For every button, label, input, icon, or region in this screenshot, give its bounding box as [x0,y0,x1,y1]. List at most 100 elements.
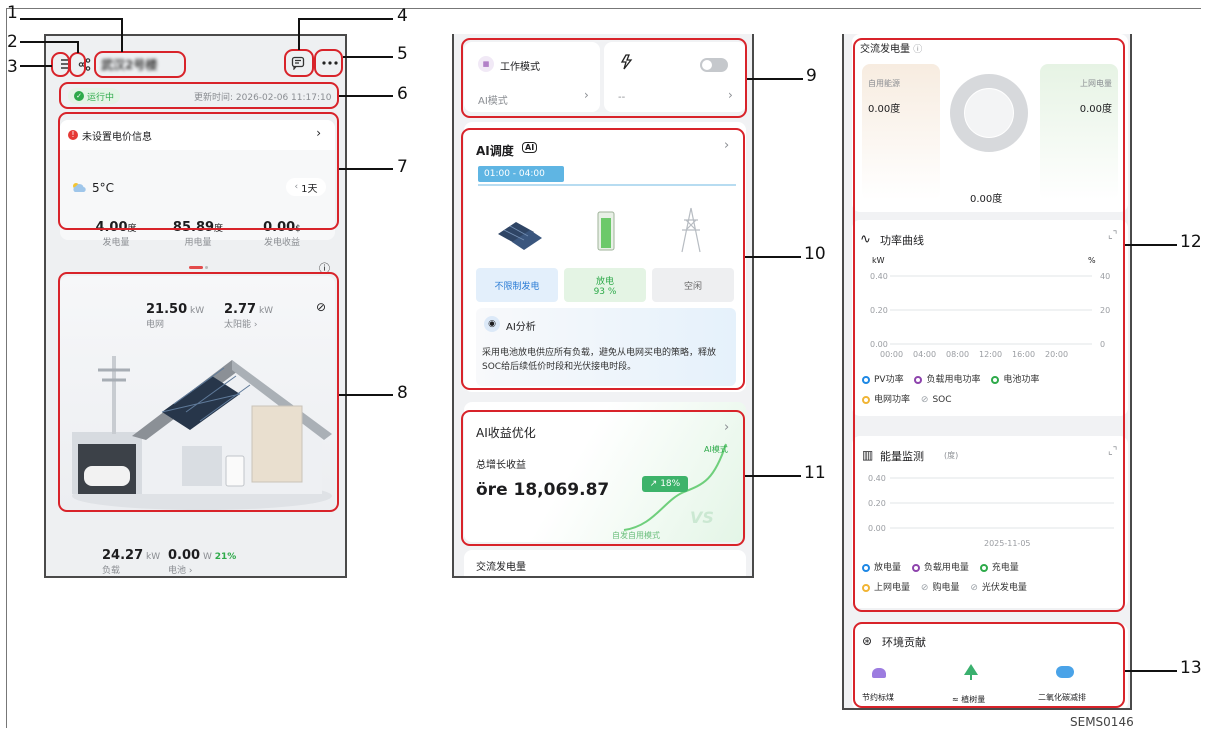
help-icon[interactable]: ⓘ [913,45,923,55]
grid-up-value: 0.00度 [1079,104,1112,115]
legend-pv-energy[interactable]: ⊘光伏发电量 [970,583,1027,593]
callout-1: 1 [7,3,18,23]
ai-mode-label: AI模式 [704,445,728,454]
growth-badge: ↗ 18% [642,476,688,492]
page-indicator-dot [205,266,208,269]
y-tick-label: 0.00 [870,340,888,349]
share-icon[interactable] [76,56,92,72]
alert-icon: ! [68,130,78,140]
total-growth-label: 总增长收益 [476,460,526,471]
callout-2: 2 [7,32,18,52]
solar-power[interactable]: 2.77 kW 太阳能 › [224,302,274,330]
power-curve-title: 功率曲线 [880,234,924,247]
callout-4: 4 [397,6,408,26]
callout-12: 12 [1180,232,1202,252]
expand-icon[interactable]: ⌞⌝ [1108,446,1118,457]
message-icon[interactable] [289,54,307,72]
more-icon[interactable] [319,54,341,72]
ac-gen-title: 交流发电量 [476,562,526,573]
y-tick-label: 0.00 [868,524,886,533]
price-alert-text: 未设置电价信息 [82,131,152,143]
callout-3: 3 [7,57,18,77]
status-badge: ✓ 运行中 [68,88,121,104]
settings-power-icon [618,54,634,74]
chevron-right-icon[interactable]: › [724,138,730,153]
second-mode-card[interactable]: -- › [604,42,746,112]
energy-icon: ▥ [862,448,874,462]
self-use-value: 0.00度 [868,104,901,115]
x-tick-label: 08:00 [946,350,969,359]
power-curve-icon: ∿ [860,232,871,247]
grid-up-panel: 上网电量 0.00度 [1040,64,1118,200]
station-name[interactable]: 武汉2号楼 [101,58,158,72]
battery-power[interactable]: 0.00 W 21% 电池 › [168,548,237,576]
callout-9: 9 [806,66,817,86]
ai-profit-card[interactable]: AI收益优化 › 总增长收益 öre 18,069.87 ↗ 18% AI模式 … [464,402,746,542]
legend-load[interactable]: 负载用电功率 [914,375,980,385]
time-range-tag[interactable]: 01:00 - 04:00 [478,166,564,182]
chevron-right-icon: › [724,420,730,435]
solar-panel-icon [498,222,542,250]
legend-charge[interactable]: 充电量 [979,563,1019,573]
menu-icon[interactable] [58,56,74,72]
price-alert[interactable]: ! 未设置电价信息 › [60,120,335,150]
energy-title: 能量监测 [880,450,924,463]
callout-8: 8 [397,383,408,403]
callout-10: 10 [804,244,826,264]
ai-badge: AI [522,142,538,153]
env-card: ⊛ 环境贡献 节约标煤 ≈ 植树量 二氧化碳减排 [852,624,1128,708]
env-icon: ⊛ [862,634,873,648]
stat-revenue: 0.00$ 发电收益 [263,220,301,248]
callout-6: 6 [397,84,408,104]
env-title: 环境贡献 [882,636,926,649]
x-tick-label: 16:00 [1012,350,1035,359]
co2-icon [1056,666,1074,678]
coal-icon [872,668,886,678]
battery-icon [597,211,615,251]
self-use-label: 自发自用模式 [612,531,660,540]
ai-profit-title: AI收益优化 [476,426,536,440]
total-gen-value: 0.00度 [970,194,1003,205]
info-icon[interactable]: ⓘ [319,262,330,275]
help-icon[interactable]: ⊘ [316,300,327,314]
total-growth-value: öre 18,069.87 [476,480,610,500]
legend-grid-export[interactable]: 上网电量 [862,583,910,593]
second-mode-value: -- [618,92,626,103]
weather: 5°C [70,178,114,197]
donut-chart [950,74,1028,152]
legend-load-energy[interactable]: 负载用电量 [911,563,969,573]
legend-purchase[interactable]: ⊘购电量 [920,583,960,593]
expand-icon[interactable]: ⌞⌝ [1108,230,1118,241]
toggle-switch[interactable] [700,58,728,72]
temperature: 5°C [92,180,115,195]
ai-analysis-title: AI分析 [506,322,536,333]
day-selector-label: 1天 [301,183,318,195]
mode-idle[interactable]: 空闲 [652,268,734,302]
ai-analysis-panel: ◉ AI分析 采用电池放电供应所有负载，避免从电网买电的策略，释放SOC给后续低… [476,308,736,386]
legend-soc[interactable]: ⊘SOC [920,395,952,405]
work-mode-icon: ▦ [478,56,494,72]
env-item-coal: 节约标煤 [862,693,894,702]
legend-pv[interactable]: PV功率 [862,375,904,385]
update-time: 更新时间: 2026-02-06 11:17:10 [194,93,332,103]
day-selector[interactable]: ‹1天 [286,178,326,196]
mode-unlimited[interactable]: 不限制发电 [476,268,558,302]
ac-gen-card: 交流发电量 [464,550,746,576]
work-mode-card[interactable]: ▦ 工作模式 AI模式 › [464,42,600,112]
env-item-trees: ≈ 植树量 [952,695,986,704]
y2-tick-label: 20 [1100,306,1110,315]
figure-code: SEMS0146 [1070,715,1134,729]
eye-off-icon: ⊘ [920,583,929,593]
legend-grid[interactable]: 电网功率 [862,395,910,405]
legend-battery[interactable]: 电池功率 [991,375,1039,385]
self-use-panel: 自用能源 0.00度 [862,64,940,200]
mode-discharge[interactable]: 放电 93 % [564,268,646,302]
energy-legend: 放电量 负载用电量 充电量 上网电量 ⊘购电量 ⊘光伏发电量 [862,558,1122,598]
grid-up-label: 上网电量 [1080,79,1112,88]
y-tick-label: 0.40 [868,474,886,483]
ai-analysis-text: 采用电池放电供应所有负载，避免从电网买电的策略，释放SOC给后续低价时段和光伏接… [482,348,717,372]
legend-discharge[interactable]: 放电量 [862,563,901,573]
